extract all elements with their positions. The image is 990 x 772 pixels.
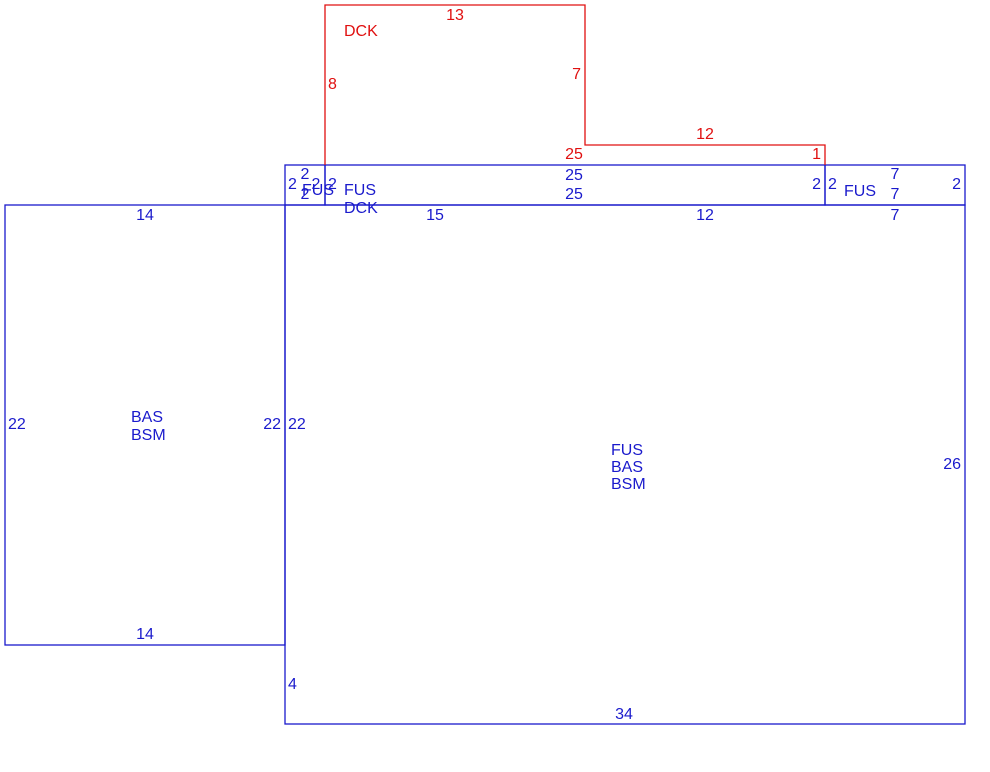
deck-right-dimension: 1: [812, 146, 821, 163]
deck-outline: [324, 4, 826, 165]
left-bottom-dimension: 14: [136, 626, 154, 643]
strip-right-right-dimension: 2: [952, 176, 961, 193]
strip-small-left-dimension: 2: [288, 176, 297, 193]
strip-mid-top-dimension: 25: [565, 167, 583, 184]
deck-bottom-dimension: 25: [565, 146, 583, 163]
deck-code-1: DCK: [344, 23, 378, 40]
strip-mid-bottom-dimension: 25: [565, 186, 583, 203]
deck-inner-right-dimension: 7: [572, 66, 581, 83]
main-left-lower-dimension: 4: [288, 676, 297, 693]
strip-mid-code-1: FUS: [344, 182, 376, 199]
strip-small-code-1: FUS: [302, 182, 334, 199]
left-left-dimension: 22: [8, 416, 26, 433]
main-bottom-dimension: 34: [615, 706, 633, 723]
main-right-dimension: 26: [943, 456, 961, 473]
strip-right-left-dimension: 2: [828, 176, 837, 193]
deck-step-top-dimension: 12: [696, 126, 714, 143]
left-right-dimension: 22: [263, 416, 281, 433]
left-top-dimension: 14: [136, 207, 154, 224]
strip-small-right-dimension: 2: [312, 176, 321, 193]
strip-mid-right-dimension: 2: [812, 176, 821, 193]
deck-left-dimension: 8: [328, 76, 337, 93]
strip-right-code-1: FUS: [844, 183, 876, 200]
strip-small-bottom-dimension: 2: [301, 186, 310, 203]
strip-mid-left-dimension: 2: [328, 176, 337, 193]
main-block-code-2: BAS: [611, 459, 643, 476]
main-block-code-3: BSM: [611, 476, 646, 493]
main-top-dimension-2: 12: [696, 207, 714, 224]
left-block-code-2: BSM: [131, 427, 166, 444]
main-block-code-1: FUS: [611, 442, 643, 459]
deck-top-dimension: 13: [446, 7, 464, 24]
main-top-dimension-3: 7: [891, 207, 900, 224]
strip-right-top-dimension: 7: [891, 166, 900, 183]
left-block-code-1: BAS: [131, 409, 163, 426]
strip-right-bottom-dimension: 7: [891, 186, 900, 203]
main-left-upper-dimension: 22: [288, 416, 306, 433]
main-top-dimension-1: 15: [426, 207, 444, 224]
strip-right-outline: [824, 164, 966, 206]
strip-small-top-dimension: 2: [301, 166, 310, 183]
strip-mid-code-2: DCK: [344, 200, 378, 217]
